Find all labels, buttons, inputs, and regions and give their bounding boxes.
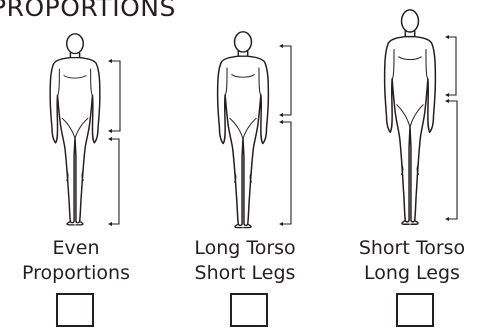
- long-torso-checkbox[interactable]: [230, 293, 268, 327]
- leg-bracket-long: [281, 122, 291, 224]
- option-long-torso-line2: Short Legs: [165, 261, 325, 285]
- option-short-torso-line2: Long Legs: [332, 261, 485, 285]
- leg-bracket-even: [110, 139, 119, 224]
- torso-bracket-long: [281, 46, 291, 115]
- leg-bracket-short: [447, 101, 457, 219]
- option-even-line2: Proportions: [0, 261, 156, 285]
- torso-bracket-short: [447, 37, 456, 95]
- even-proportions-checkbox[interactable]: [56, 293, 94, 327]
- short-torso-checkbox[interactable]: [396, 293, 434, 327]
- option-long-torso-line1: Long Torso: [165, 236, 325, 260]
- option-even-line1: Even: [0, 236, 156, 260]
- torso-bracket-even: [110, 61, 120, 131]
- figure-even-proportions: [50, 34, 100, 225]
- figure-short-torso: [385, 10, 436, 224]
- option-short-torso-line1: Short Torso: [332, 236, 485, 260]
- figure-long-torso: [218, 32, 269, 228]
